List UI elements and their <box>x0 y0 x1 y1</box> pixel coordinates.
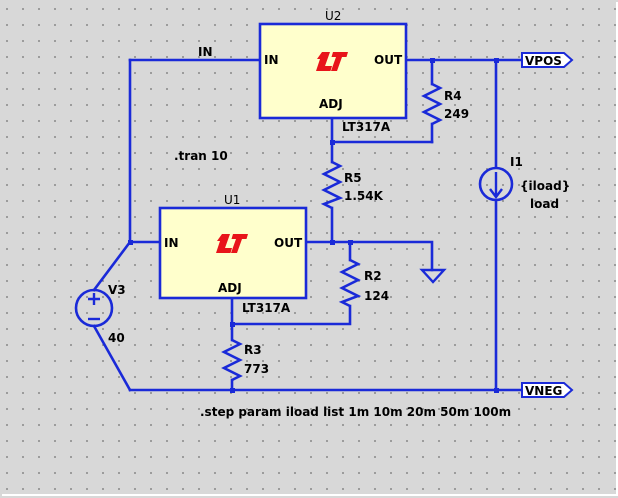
wire-v3-minus[interactable] <box>92 324 132 392</box>
junction-dot <box>494 388 499 393</box>
junction-dot <box>430 58 435 63</box>
ground-icon[interactable] <box>419 268 447 284</box>
plus-icon <box>88 293 100 305</box>
arrow-down-icon <box>489 172 503 199</box>
resistor-value: 249 <box>444 107 469 121</box>
current-source-i1[interactable]: I1 {iload} load <box>478 155 570 211</box>
step-directive[interactable]: .step param iload list 1m 10m 20m 50m 10… <box>200 405 511 419</box>
resistor-value: 124 <box>364 289 389 303</box>
resistor-ref: R2 <box>364 269 382 283</box>
resistor-value: 1.54K <box>344 189 384 203</box>
junctions <box>128 58 499 393</box>
voltage-source-icon[interactable] <box>74 288 114 328</box>
regulator-ref: U2 <box>325 9 341 23</box>
port-label: VNEG <box>525 384 562 398</box>
port-vpos[interactable]: VPOS <box>521 52 574 68</box>
net-label-in[interactable]: IN <box>198 45 213 59</box>
resistor-ref: R4 <box>444 89 462 103</box>
regulator-part: LT317A <box>242 301 291 315</box>
resistor-zigzag-icon[interactable] <box>338 258 362 308</box>
pin-out-label: OUT <box>274 236 303 250</box>
current-source-icon[interactable] <box>478 166 514 202</box>
resistor-r2[interactable]: R2 124 <box>338 258 389 308</box>
voltage-source-v3[interactable]: V3 40 <box>74 283 126 345</box>
regulator-u1[interactable]: U1 IN OUT ADJ LT317A <box>158 193 308 315</box>
tran-directive[interactable]: .tran 10 <box>174 149 228 163</box>
port-flag-icon[interactable] <box>521 382 574 398</box>
wires[interactable] <box>92 58 524 392</box>
junction-dot <box>348 240 353 245</box>
resistor-ref: R3 <box>244 343 262 357</box>
source-value: {iload} <box>520 179 570 193</box>
linear-tech-logo-icon <box>316 52 348 71</box>
junction-dot <box>494 58 499 63</box>
resistor-r4[interactable]: R4 249 <box>421 82 469 126</box>
pin-in-label: IN <box>264 53 279 67</box>
port-flag-icon[interactable] <box>521 52 574 68</box>
junction-dot <box>330 140 335 145</box>
port-vneg[interactable]: VNEG <box>521 382 574 398</box>
source-value: 40 <box>108 331 125 345</box>
junction-dot <box>230 388 235 393</box>
junction-dot <box>230 322 235 327</box>
port-label: VPOS <box>525 54 562 68</box>
wire-r2-bottom[interactable] <box>230 304 352 326</box>
resistor-zigzag-icon[interactable] <box>320 160 344 210</box>
source-type: load <box>530 197 559 211</box>
wire-v3-plus[interactable] <box>92 240 132 292</box>
pin-adj-label: ADJ <box>319 97 343 111</box>
resistor-r5[interactable]: R5 1.54K <box>320 160 384 210</box>
regulator-part: LT317A <box>342 120 391 134</box>
resistor-ref: R5 <box>344 171 362 185</box>
junction-dot <box>330 240 335 245</box>
resistor-zigzag-icon[interactable] <box>421 82 443 126</box>
wire-u1-out[interactable] <box>304 240 434 272</box>
pin-in-label: IN <box>164 236 179 250</box>
source-ref: I1 <box>510 155 523 169</box>
pin-out-label: OUT <box>374 53 403 67</box>
resistor-value: 773 <box>244 362 269 376</box>
resistor-r3[interactable]: R3 773 <box>221 338 269 382</box>
resistor-zigzag-icon[interactable] <box>221 338 243 382</box>
linear-tech-logo-icon <box>216 234 248 253</box>
regulator-ref: U1 <box>224 193 240 207</box>
source-ref: V3 <box>108 283 126 297</box>
regulator-u2[interactable]: U2 IN OUT ADJ LT317A <box>258 9 408 134</box>
pin-adj-label: ADJ <box>218 281 242 295</box>
junction-dot <box>128 240 133 245</box>
